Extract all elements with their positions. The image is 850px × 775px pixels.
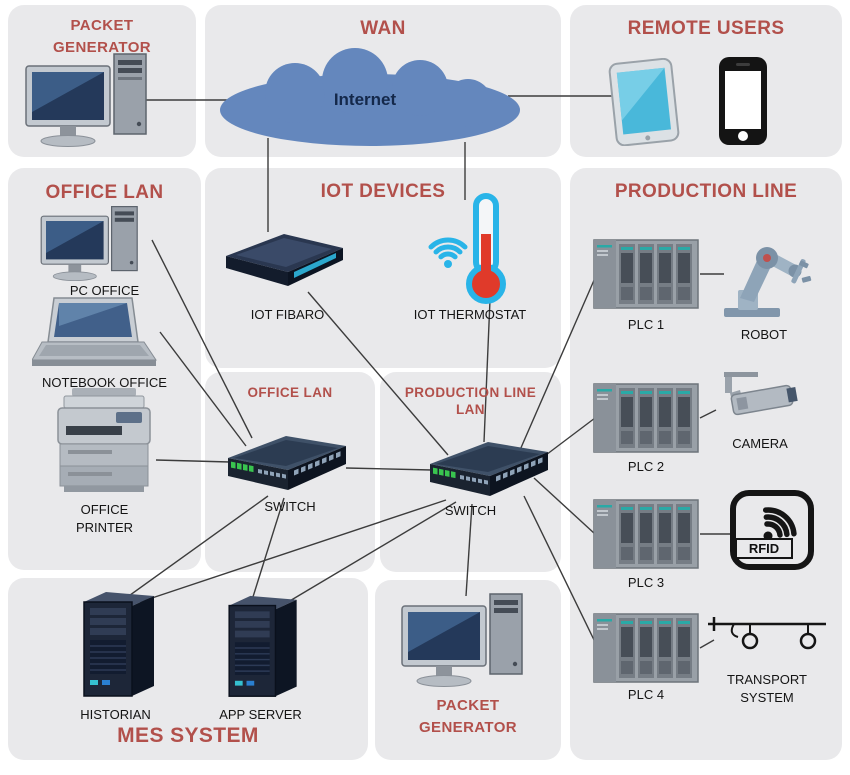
- internet-cloud-label: Internet: [333, 90, 397, 109]
- office-switch-label: SWITCH: [264, 499, 316, 514]
- app-server-icon: [208, 594, 313, 702]
- plc2-label: PLC 2: [627, 459, 665, 474]
- pc-office-icon: [28, 205, 156, 285]
- plc3-label: PLC 3: [627, 575, 665, 590]
- iot-fibaro-label: IOT FIBARO: [250, 307, 325, 322]
- historian-server-icon: [64, 590, 169, 702]
- desktop-computer-icon: [22, 52, 157, 152]
- plc1-label: PLC 1: [627, 317, 665, 332]
- packet-generator-bottom-title-line2: GENERATOR: [418, 719, 518, 736]
- production-switch-label: SWITCH: [444, 503, 497, 518]
- panel-wan: WAN Internet: [205, 5, 561, 157]
- office-lan-title: OFFICE LAN: [45, 182, 164, 203]
- office-printer-label: OFFICE PRINTER: [8, 501, 201, 536]
- camera-icon: [710, 370, 810, 432]
- rfid-icon: [728, 488, 816, 572]
- notebook-office-label: NOTEBOOK OFFICE: [42, 375, 167, 390]
- panel-packet-generator-bottom: PACKET GENERATOR: [375, 580, 561, 760]
- panel-remote-users: REMOTE USERS: [570, 5, 842, 157]
- plc4-label: PLC 4: [627, 687, 665, 702]
- office-lan-switch-title: OFFICE LAN: [247, 385, 333, 400]
- production-line-title: PRODUCTION LINE: [614, 181, 798, 202]
- robot-label: ROBOT: [740, 327, 788, 342]
- office-switch-icon: [226, 432, 348, 498]
- iot-devices-title: IOT DEVICES: [320, 181, 446, 202]
- office-printer-label-line2: PRINTER: [75, 519, 134, 535]
- packet-generator-bottom-title: PACKET GENERATOR: [375, 695, 561, 739]
- app-server-label: APP SERVER: [219, 707, 302, 722]
- robot-icon: [716, 228, 812, 320]
- production-line-lan-title: PRODUCTION LINE LAN: [380, 384, 561, 418]
- packet-generator-top-title-line1: PACKET: [70, 17, 134, 34]
- transport-system-icon: [706, 614, 828, 662]
- packet-generator-computer-icon: [398, 592, 533, 692]
- panel-mes-system: HISTORIAN APP SERVER MES SYSTEM: [8, 578, 368, 760]
- panel-production-line: PRODUCTION LINE: [570, 168, 842, 760]
- office-printer-icon: [52, 386, 157, 498]
- remote-users-title: REMOTE USERS: [627, 18, 785, 39]
- camera-label: CAMERA: [732, 436, 788, 451]
- panel-office-lan-switch: OFFICE LAN: [205, 372, 375, 572]
- production-line-lan-title-line2: LAN: [456, 402, 485, 417]
- plc4-icon: [592, 610, 700, 686]
- packet-generator-top-title: PACKET GENERATOR: [8, 15, 196, 59]
- packet-generator-top-title-line2: GENERATOR: [52, 39, 152, 56]
- production-line-lan-title-line1: PRODUCTION LINE: [404, 385, 537, 400]
- iot-thermostat-icon: [420, 192, 520, 304]
- production-switch-icon: [428, 438, 550, 504]
- tablet-icon: [605, 58, 685, 146]
- wan-title: WAN: [360, 18, 406, 39]
- plc3-icon: [592, 496, 700, 572]
- rfid-label: RFID: [735, 538, 793, 559]
- historian-label: HISTORIAN: [80, 707, 151, 722]
- plc1-icon: [592, 236, 700, 312]
- transport-system-label: TRANSPORT SYSTEM: [698, 671, 836, 706]
- packet-generator-bottom-title-line1: PACKET: [436, 697, 500, 714]
- smartphone-icon: [712, 55, 774, 147]
- panel-office-lan: OFFICE LAN PC OFFICE: [8, 168, 201, 570]
- panel-packet-generator-top: PACKET GENERATOR: [8, 5, 196, 157]
- iot-thermostat-label: IOT THERMOSTAT: [413, 307, 527, 322]
- panel-production-line-lan-switch: PRODUCTION LINE LAN: [380, 372, 561, 572]
- notebook-office-icon: [32, 296, 160, 374]
- plc2-icon: [592, 380, 700, 456]
- internet-cloud-icon: [215, 48, 525, 153]
- mes-system-title: MES SYSTEM: [117, 724, 259, 747]
- transport-label-line2: SYSTEM: [740, 689, 794, 705]
- panel-iot-devices: IOT DEVICES IOT FIBARO: [205, 168, 561, 368]
- transport-label-line1: TRANSPORT: [727, 672, 807, 687]
- iot-fibaro-icon: [222, 222, 347, 294]
- office-printer-label-line1: OFFICE: [80, 502, 129, 517]
- pc-office-label: PC OFFICE: [69, 283, 140, 298]
